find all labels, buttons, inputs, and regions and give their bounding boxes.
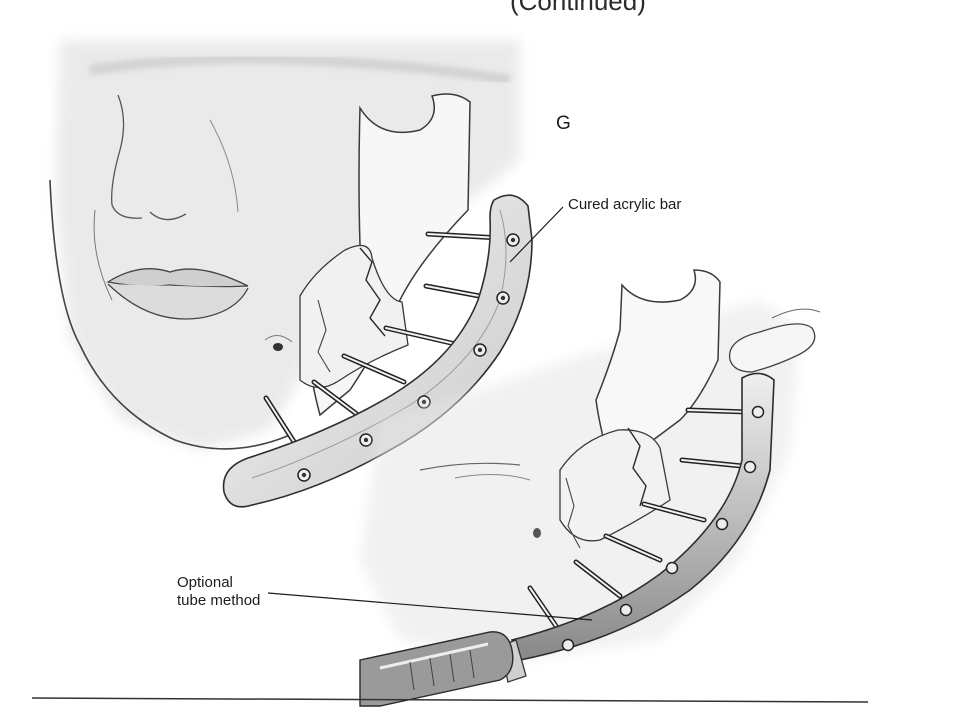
left-mandible [299, 93, 471, 417]
tube-bar [359, 372, 775, 707]
tube-method-label: Optional tube method [177, 574, 261, 609]
acrylic-bar-label: Cured acrylic bar [568, 196, 682, 213]
panel-letter: G [556, 113, 571, 134]
header-caption: (Continued) [510, 0, 646, 16]
page-rule [31, 697, 869, 703]
leader-lines [267, 206, 593, 621]
